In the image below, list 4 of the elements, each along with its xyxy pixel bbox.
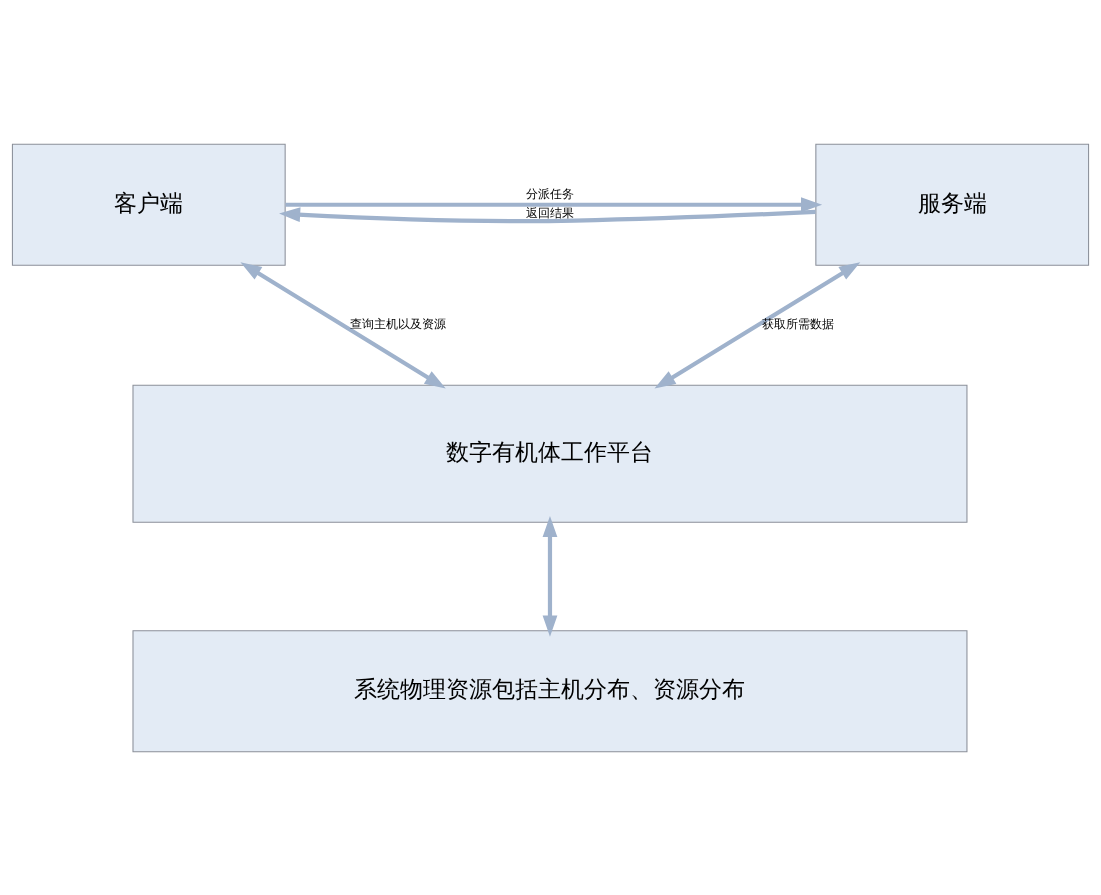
edge-label: 返回结果 (526, 205, 575, 220)
edge-label: 获取所需数据 (762, 316, 835, 331)
edge-label: 分派任务 (526, 186, 575, 201)
edge-label: 查询主机以及资源 (349, 316, 446, 331)
